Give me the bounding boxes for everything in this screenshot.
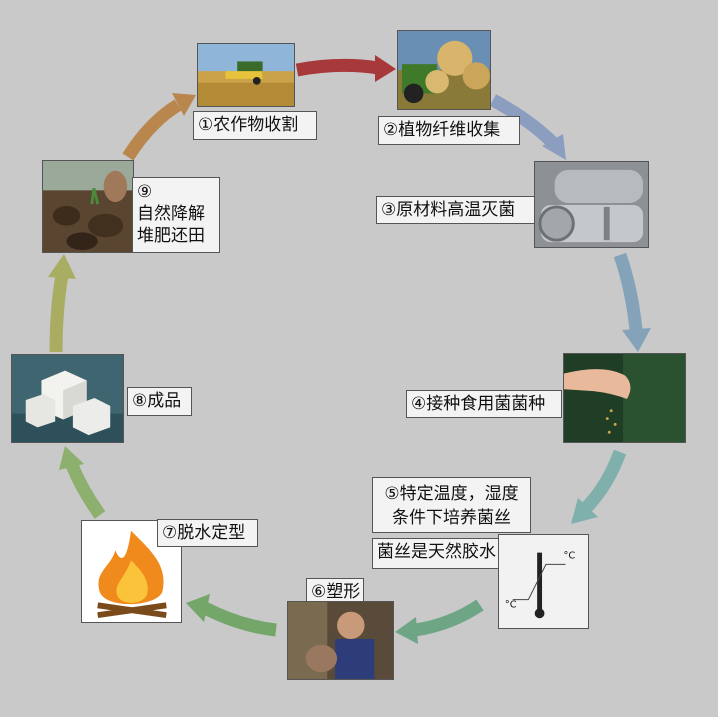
collect-image [397,30,491,110]
step-9-line-2: 堆肥还田 [137,226,205,246]
arrow-inoculate-to-culture [571,449,627,524]
arrow-harvest-to-collect [295,55,396,82]
temp-unit-lower: °C [505,599,517,610]
step-9-label: ⑨ 自然降解 堆肥还田 [132,177,220,253]
product-image [11,354,124,443]
step-8-label: ⑧成品 [127,387,192,416]
step-6-label: ⑥塑形 [306,578,364,605]
arrow-compost-to-harvest [122,93,196,161]
compost-image [42,160,134,253]
arrow-shape-to-dry [186,594,277,637]
thermometer-image: °C °C [498,534,589,629]
step-9-line-1: 自然降解 [137,204,205,224]
shape-image [287,601,394,680]
inoculate-image [563,353,686,443]
step-7-label: ⑦脱水定型 [157,519,258,547]
arrow-collect-to-sterilize [489,94,566,160]
step-5-line-1: ⑤特定温度，湿度 [384,484,519,504]
step-5-line-2: 条件下培养菌丝 [392,508,511,528]
step-5-label: ⑤特定温度，湿度 条件下培养菌丝 [372,477,531,533]
step-3-label: ③原材料高温灭菌 [376,196,535,224]
step-2-label: ②植物纤维收集 [378,116,520,145]
step-4-label: ④接种食用菌菌种 [406,390,562,418]
arrow-dry-to-product [59,446,106,519]
arrow-culture-to-shape [395,599,484,644]
step-9-number: ⑨ [137,182,153,202]
arrow-sterilize-to-inoculate [613,252,651,352]
thermometer-bulb [534,608,545,619]
sterilize-image [534,161,649,248]
step-5-note: 菌丝是天然胶水 [372,538,513,569]
step-1-label: ①农作物收割 [193,111,317,140]
arrow-product-to-compost [48,254,76,353]
harvest-image [197,43,295,107]
thermometer-tube [537,552,543,614]
temp-unit-upper: °C [564,550,576,561]
